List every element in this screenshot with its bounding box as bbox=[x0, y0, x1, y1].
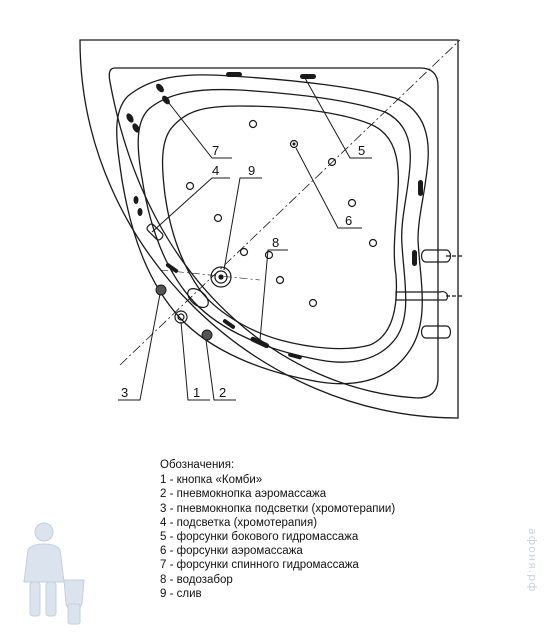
callout-5: 5 bbox=[358, 143, 365, 158]
callout-1: 1 bbox=[193, 385, 200, 400]
callout-4: 4 bbox=[212, 163, 219, 178]
faucet-bottom bbox=[420, 325, 452, 339]
callout-7: 7 bbox=[212, 143, 219, 158]
air-jet bbox=[185, 181, 195, 191]
legend-item: 7 - форсунки спинного гидромассажа bbox=[160, 559, 359, 572]
legend-list: 1 - кнопка «Комби» 2 - пневмокнопка аэро… bbox=[160, 473, 395, 601]
bathtub-drawing: 7 4 9 5 6 8 3 1 2 bbox=[79, 39, 462, 419]
tub-rim bbox=[108, 67, 439, 399]
side-jet bbox=[288, 352, 302, 360]
callout-8: 8 bbox=[272, 235, 279, 250]
back-jet bbox=[133, 196, 139, 204]
light-button bbox=[155, 284, 167, 296]
leader-1 bbox=[180, 321, 210, 401]
back-jet bbox=[156, 83, 164, 93]
legend-item: 1 - кнопка «Комби» bbox=[160, 474, 263, 487]
leader-2 bbox=[205, 339, 236, 401]
air-jet bbox=[327, 157, 337, 167]
air-jet bbox=[275, 275, 285, 285]
side-jet bbox=[165, 263, 179, 273]
side-jet bbox=[300, 74, 316, 79]
air-jet-center bbox=[292, 142, 296, 146]
basin-floor bbox=[161, 105, 400, 350]
legend-item: 4 - подсветка (хромотерапия) bbox=[160, 516, 318, 529]
leader-6 bbox=[295, 147, 362, 229]
leader-3 bbox=[118, 293, 161, 401]
air-jet bbox=[347, 198, 357, 208]
legend-item: 5 - форсунки бокового гидромассажа bbox=[160, 531, 359, 544]
leader-8 bbox=[259, 249, 288, 341]
callout-2: 2 bbox=[219, 385, 226, 400]
legend-item: 8 - водозабор bbox=[160, 573, 233, 586]
faucet-top bbox=[420, 249, 452, 263]
air-jet bbox=[239, 247, 249, 257]
site-watermark: афоня.рф bbox=[526, 528, 539, 593]
air-button bbox=[201, 329, 213, 341]
plumber-mascot-logo bbox=[23, 522, 85, 625]
legend-title: Обозначения: bbox=[160, 459, 235, 471]
air-jet bbox=[289, 139, 299, 149]
air-jet bbox=[248, 119, 258, 129]
basin-outer bbox=[116, 74, 429, 385]
back-jet bbox=[132, 123, 140, 133]
callout-3: 3 bbox=[121, 385, 128, 400]
side-jet bbox=[412, 250, 417, 266]
side-jet bbox=[222, 319, 236, 329]
air-jet bbox=[308, 298, 318, 308]
drain bbox=[210, 266, 232, 288]
leader-9 bbox=[223, 177, 262, 271]
tub-outer-shell bbox=[79, 39, 459, 419]
leader-7 bbox=[164, 97, 232, 159]
callout-6: 6 bbox=[345, 213, 352, 228]
chromotherapy-light bbox=[146, 223, 164, 241]
legend-item: 2 - пневмокнопка аэромассажа bbox=[160, 488, 327, 501]
basin-inner bbox=[137, 88, 411, 363]
legend: Обозначения: 1 - кнопка «Комби» 2 - пнев… bbox=[160, 458, 395, 601]
legend-item: 9 - слив bbox=[160, 587, 202, 600]
combi-button bbox=[174, 310, 188, 324]
air-jet bbox=[213, 213, 223, 223]
leader-4 bbox=[151, 177, 230, 233]
side-jet bbox=[418, 180, 423, 196]
leader-5 bbox=[304, 77, 372, 159]
legend-item: 3 - пневмокнопка подсветки (хромотерапии… bbox=[160, 502, 396, 515]
side-jet bbox=[250, 336, 270, 349]
diagonal-axis bbox=[119, 39, 461, 366]
side-jet bbox=[226, 72, 242, 77]
callout-9: 9 bbox=[248, 163, 255, 178]
water-intake bbox=[187, 288, 209, 308]
air-jet bbox=[368, 238, 378, 248]
faucet-spout bbox=[395, 291, 449, 301]
back-jet bbox=[137, 208, 143, 216]
back-jet bbox=[126, 113, 134, 123]
legend-item: 6 - форсунки аэромассажа bbox=[160, 545, 303, 558]
air-jet bbox=[264, 250, 274, 260]
